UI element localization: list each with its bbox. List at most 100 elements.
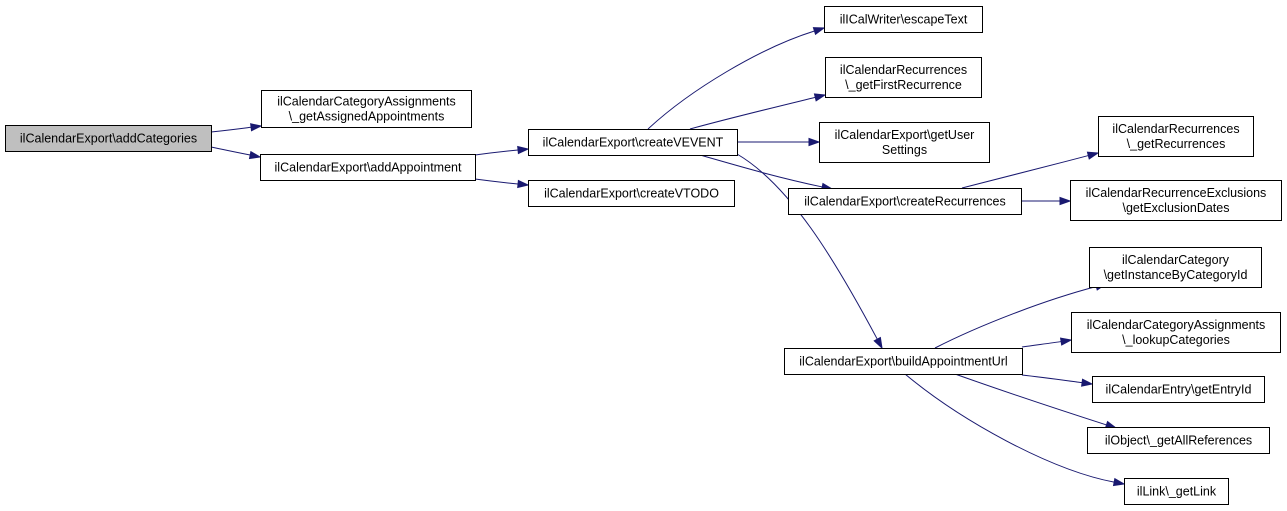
node-box [528,180,735,207]
node-label: ilCalendarExport\createVTODO [544,186,719,200]
node-box [825,57,982,98]
edge-n9-n14 [1021,374,1094,387]
node-label: ilCalendarCategoryAssignments [277,94,456,108]
node-label: \getExclusionDates [1122,201,1229,215]
edge-n9-n13 [1021,337,1073,348]
node-label: ilCalendarRecurrences [1112,122,1239,136]
edge-n3-n5 [647,27,826,130]
function-node[interactable]: ilCalendarCategory\getInstanceByCategory… [1089,247,1262,288]
function-node[interactable]: ilCalendarExport\buildAppointmentUrl [784,348,1023,375]
node-box [819,122,990,163]
node-box [1098,116,1254,157]
function-node[interactable]: ilCalendarRecurrences\_getFirstRecurrenc… [825,57,982,98]
arrowhead-icon [873,336,883,350]
edge-line [1021,341,1062,348]
function-node[interactable]: ilCalendarExport\createRecurrences [788,188,1022,215]
arrowhead-icon [813,93,827,102]
arrowhead-icon [808,137,821,147]
node-label: ilObject\_getAllReferences [1105,433,1252,447]
edge-line [647,30,815,130]
function-node[interactable]: ilCalendarExport\addAppointment [260,154,476,181]
edges-layer [210,27,1126,487]
node-label: ilCalendarExport\getUser [835,128,975,142]
node-box [1087,427,1270,454]
arrowhead-icon [250,123,263,132]
arrowhead-icon [1112,477,1126,487]
node-box [1089,247,1262,288]
node-box [260,154,476,181]
node-box [1071,312,1281,353]
function-node[interactable]: ilCalendarExport\createVTODO [528,180,735,207]
node-box [1124,478,1229,505]
node-box [788,188,1022,215]
node-label: ilCalendarExport\addAppointment [275,160,462,174]
edge-line [961,155,1089,189]
node-box [1092,376,1265,403]
node-label: ilCalendarRecurrenceExclusions [1086,186,1267,200]
edge-n3-n6 [689,93,827,130]
function-node[interactable]: ilCalendarExport\createVEVENT [528,129,738,156]
node-label: ilICalWriter\escapeText [840,12,968,26]
edge-n0-n1 [210,123,263,133]
node-box [1070,180,1282,221]
node-box [5,125,212,152]
edge-line [954,373,1107,426]
function-node[interactable]: ilCalendarCategoryAssignments\_getAssign… [261,90,472,128]
node-label: ilCalendarEntry\getEntryId [1106,382,1252,396]
edge-line [736,153,878,340]
node-label: \_getFirstRecurrence [845,78,962,92]
edge-line [689,96,816,130]
edge-n0-n2 [210,146,262,160]
edge-n8-n10 [961,151,1100,189]
function-node[interactable]: ilCalendarCategoryAssignments\_lookupCat… [1071,312,1281,353]
function-node[interactable]: ilCalendarRecurrences\_getRecurrences [1098,116,1254,157]
node-label: ilCalendarCategory [1122,253,1230,267]
arrowhead-icon [1059,337,1073,346]
arrowhead-icon [1086,151,1100,160]
edge-line [904,373,1115,483]
edge-line [699,154,823,188]
node-label: ilCalendarCategoryAssignments [1087,318,1266,332]
node-box [824,6,983,33]
node-label: ilLink\_getLink [1137,484,1217,498]
node-box [784,348,1023,375]
node-label: ilCalendarRecurrences [840,63,967,77]
edge-n3-n9 [736,153,883,350]
edge-n8-n11 [1021,196,1072,206]
node-label: \_getRecurrences [1127,137,1226,151]
node-label: ilCalendarExport\buildAppointmentUrl [799,354,1007,368]
node-label: ilCalendarExport\createRecurrences [804,194,1005,208]
arrowhead-icon [517,145,530,155]
function-node[interactable]: ilCalendarEntry\getEntryId [1092,376,1265,403]
arrowhead-icon [1059,196,1072,206]
function-node[interactable]: ilLink\_getLink [1124,478,1229,505]
edge-line [210,146,251,156]
arrowhead-icon [1081,378,1094,387]
node-label: Settings [882,143,927,157]
edge-n2-n3 [474,145,530,156]
node-label: ilCalendarExport\createVEVENT [543,135,724,149]
arrowhead-icon [248,150,262,160]
edge-line [474,178,519,185]
root-function-node[interactable]: ilCalendarExport\addCategories [5,125,212,152]
function-node[interactable]: ilCalendarRecurrenceExclusions\getExclus… [1070,180,1282,221]
edge-n9-n15 [954,373,1118,429]
arrowhead-icon [812,27,826,36]
node-box [528,129,738,156]
edge-n9-n16 [904,373,1126,487]
edge-line [1021,374,1083,384]
function-node[interactable]: ilICalWriter\escapeText [824,6,983,33]
arrowhead-icon [517,179,530,189]
node-label: \_lookupCategories [1122,333,1230,347]
edge-line [210,126,252,133]
edge-line [934,286,1097,349]
node-label: \getInstanceByCategoryId [1104,268,1248,282]
edge-n3-n7 [737,137,821,147]
nodes-layer: ilCalendarExport\addCategories ilCalendar… [5,6,1282,505]
edge-n2-n4 [474,178,530,189]
function-node[interactable]: ilObject\_getAllReferences [1087,427,1270,454]
node-label: \_getAssignedAppointments [289,109,445,123]
edge-line [474,149,519,156]
